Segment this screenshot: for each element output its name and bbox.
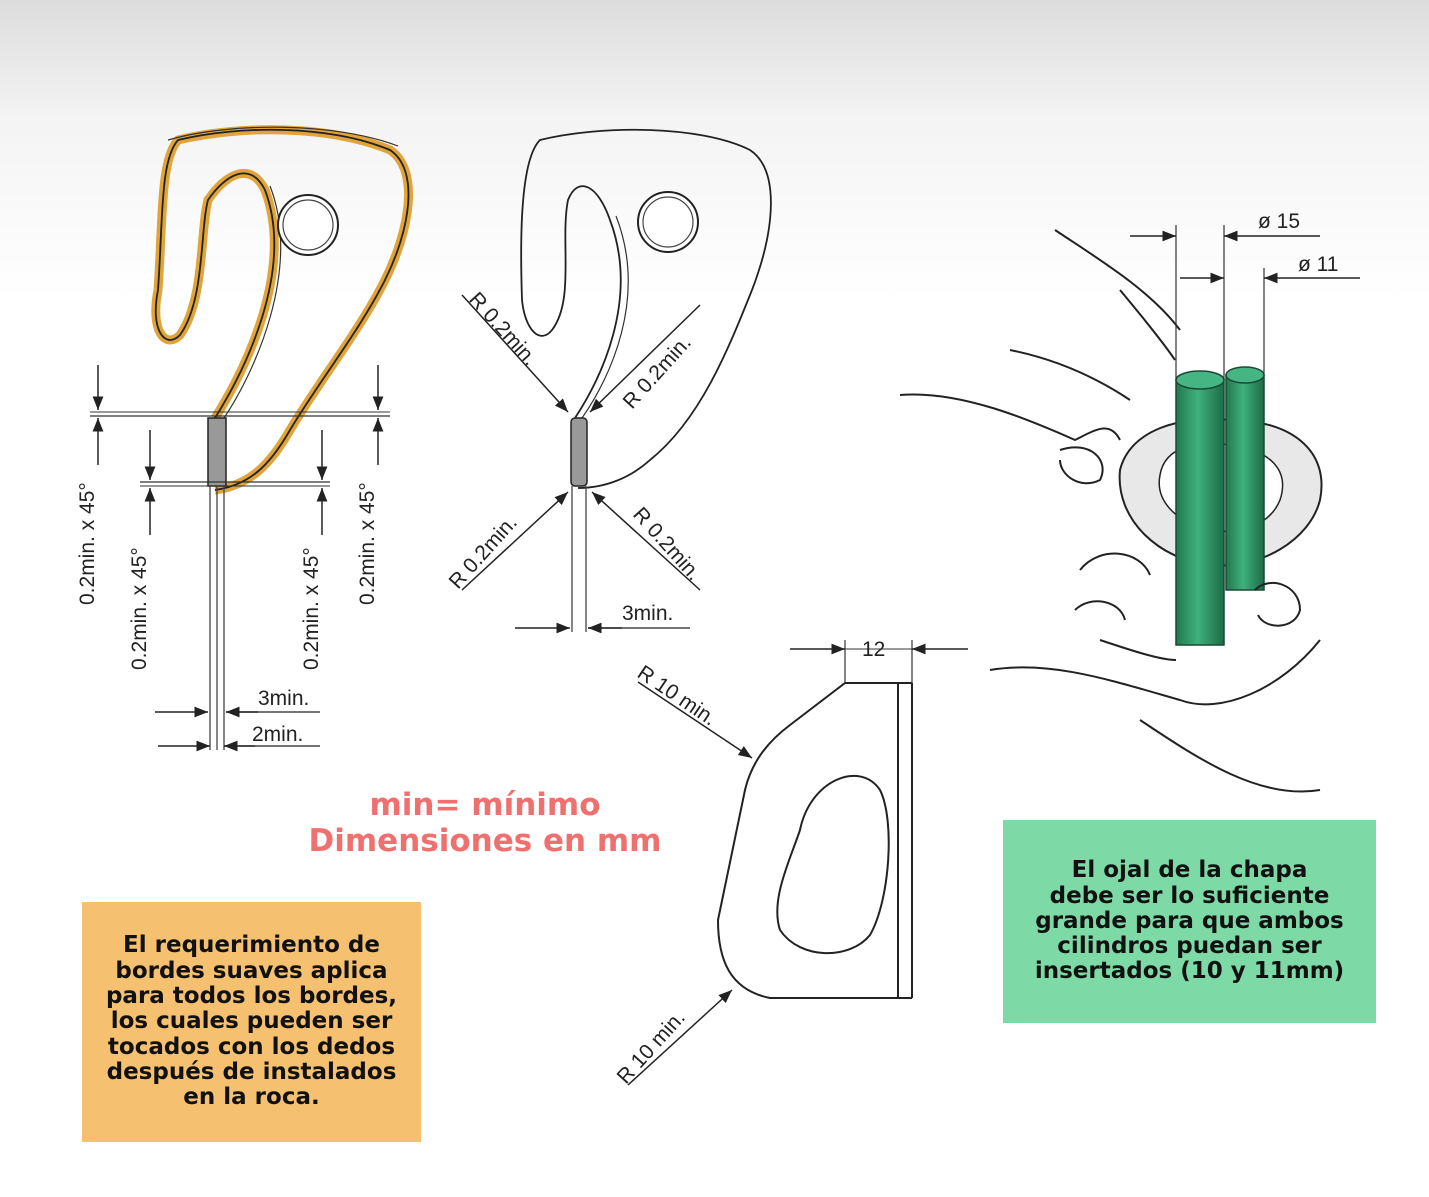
label-left-inner-chamfer: 0.2min. x 45° [128,547,151,670]
left-dimensions: 0.2min. x 45° 0.2min. x 45° 0.2min. x 45… [76,365,390,752]
label-r10-top: R 10 min. [633,661,720,730]
label-mid-3min: 3min. [622,602,673,625]
smooth-edges-note-text: El requerimiento de bordes suaves aplica… [105,932,398,1111]
eye-size-note: El ojal de la chapa debe ser lo suficien… [1003,820,1376,1023]
upper-hand-sketch [899,229,1181,485]
left-hanger-section [207,417,227,487]
eye-size-note-text: El ojal de la chapa debe ser lo suficien… [1034,857,1345,985]
middle-hanger-hole [637,191,699,253]
legend-line-2: Dimensiones en mm [308,822,662,859]
middle-hanger-section [570,417,588,487]
left-hanger-highlight-edge [151,125,413,495]
cylinder-15 [1175,379,1225,646]
left-hanger-drawing [151,125,413,750]
cylinder-11 [1225,374,1265,591]
label-left-2min: 2min. [252,723,303,746]
plate-eye [776,774,890,955]
legend: min= mínimo Dimensiones en mm [290,787,680,859]
label-width-12: 12 [862,638,885,661]
label-r10-bottom: R 10 min. [613,1006,690,1088]
label-mid-r-bottom-left: R 0.2min. [445,511,522,593]
label-mid-r-top-left: R 0.2min. [464,288,541,370]
label-left-outer-chamfer: 0.2min. x 45° [76,482,99,605]
label-dia-15: ø 15 [1258,210,1300,233]
label-right-outer-chamfer: 0.2min. x 45° [356,482,379,605]
label-right-inner-chamfer: 0.2min. x 45° [300,547,323,670]
plate-drawing: 12 R 10 min. R 10 min. [613,638,968,1088]
hands-cylinders-drawing: ø 15 ø 11 [899,210,1360,793]
smooth-edges-note: El requerimiento de bordes suaves aplica… [82,902,421,1142]
middle-hanger-drawing [520,128,772,632]
label-dia-11: ø 11 [1298,253,1338,276]
label-left-3min: 3min. [258,687,309,710]
lower-hand-sketch [989,552,1321,793]
left-hanger-hole [277,194,339,256]
label-mid-r-bottom-right: R 0.2min. [628,503,705,585]
legend-line-1: min= mínimo [369,787,601,823]
